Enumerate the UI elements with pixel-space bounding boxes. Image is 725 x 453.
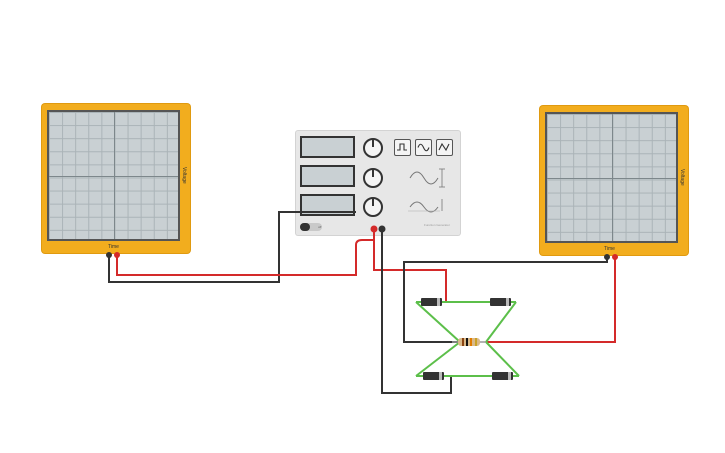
triangle-wave-icon <box>438 142 450 152</box>
wire-black-right-scope <box>403 257 608 343</box>
frequency-display <box>300 136 355 158</box>
wire-black-generator-bridge <box>381 230 452 394</box>
oscilloscope-left[interactable]: Time Voltage <box>42 104 190 253</box>
lead-bottom-left <box>415 341 461 377</box>
right-scope-terminal-black <box>604 254 610 260</box>
triangle-wave-button[interactable] <box>436 139 453 156</box>
oscilloscope-left-screen <box>47 110 180 241</box>
left-scope-terminal-black <box>106 252 112 258</box>
amplitude-display <box>300 165 355 187</box>
wire-red-generator-bridge <box>373 230 447 302</box>
lead-top-right <box>485 301 517 343</box>
wire-black-left-scope <box>108 211 356 283</box>
left-scope-terminal-red <box>114 252 120 258</box>
square-wave-icon <box>397 143 407 151</box>
right-scope-terminal-red <box>612 254 618 260</box>
function-generator[interactable]: off Function Generator <box>296 131 460 235</box>
diode-top-left <box>421 298 442 306</box>
offset-display <box>300 194 355 216</box>
wire-red-right-scope <box>486 257 616 343</box>
wire-red-left-scope <box>116 239 374 276</box>
oscilloscope-right-screen <box>545 112 678 243</box>
resistor <box>452 338 486 346</box>
oscilloscope-right-time-label: Time <box>604 246 615 252</box>
sine-wave-button[interactable] <box>415 139 432 156</box>
oscilloscope-left-time-label: Time <box>108 244 119 250</box>
diode-top-right <box>490 298 511 306</box>
amplitude-knob[interactable] <box>363 168 383 188</box>
offset-sine-icon <box>408 199 443 213</box>
brand-label: Function Generator <box>424 223 450 227</box>
diode-bottom-right <box>492 372 513 380</box>
generator-terminal-red <box>370 225 378 233</box>
lead-bottom-right <box>485 341 520 377</box>
amplitude-sine-icon <box>409 168 445 188</box>
frequency-knob[interactable] <box>363 138 383 158</box>
lead-top-left <box>415 301 461 343</box>
diode-bottom-left <box>423 372 444 380</box>
sine-wave-icon <box>417 143 430 152</box>
oscilloscope-right[interactable]: Time Voltage <box>540 106 688 255</box>
offset-knob[interactable] <box>363 197 383 217</box>
generator-terminal-black <box>378 225 386 233</box>
power-switch[interactable]: off <box>300 223 322 231</box>
square-wave-button[interactable] <box>394 139 411 156</box>
